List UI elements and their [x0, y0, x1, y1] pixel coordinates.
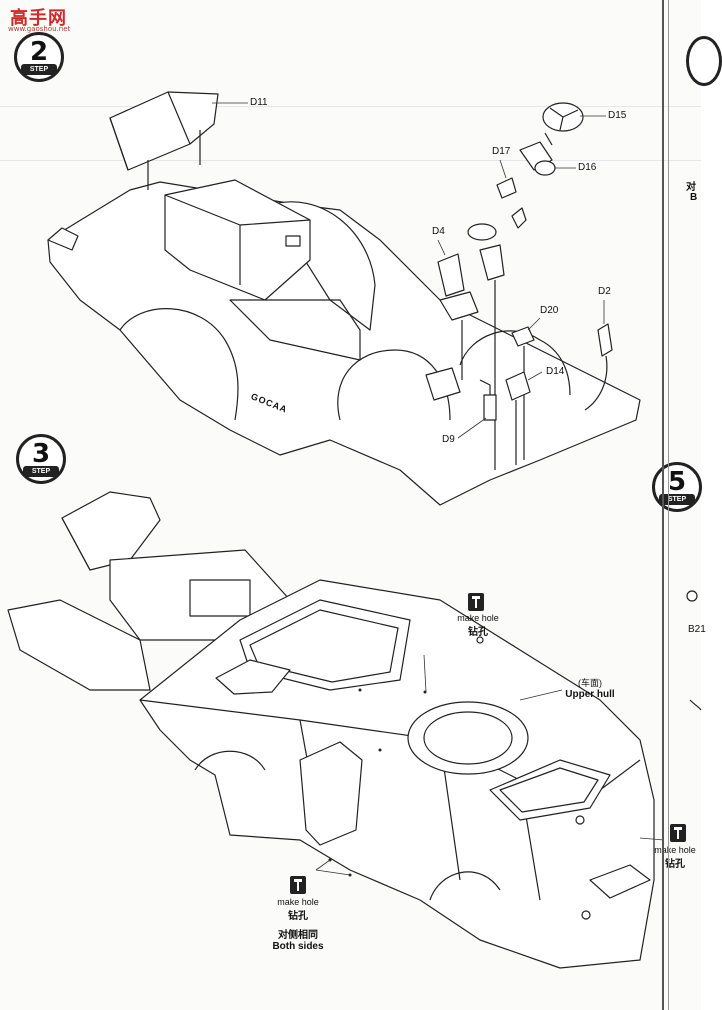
- part-label-d14: D14: [546, 366, 565, 377]
- part-label-d4: D4: [432, 226, 445, 237]
- drill-icon: [670, 824, 686, 842]
- step-3-badge: 3 STEP: [16, 434, 66, 484]
- drill-icon: [290, 876, 306, 894]
- right-edge-cn: 对: [686, 182, 696, 193]
- upper-hull-note: (车面) Upper hull: [560, 676, 620, 700]
- part-label-d20: D20: [540, 305, 559, 316]
- step-number: 5: [667, 467, 687, 497]
- part-label-d2: D2: [598, 286, 611, 297]
- make-hole-en: make hole: [277, 897, 319, 907]
- make-hole-cn: 钻孔: [288, 911, 308, 922]
- make-hole-note-right: make hole 钻孔: [650, 845, 700, 870]
- step3-hull: [7, 491, 702, 969]
- watermark-logo: 高手网 www.gaoshou.net: [4, 4, 82, 34]
- both-sides-cn: 对侧相同: [278, 930, 318, 941]
- make-hole-note-bottom: make hole 钻孔 对侧相同 Both sides: [268, 897, 328, 952]
- step-2-badge: 2 STEP: [14, 32, 64, 82]
- upper-hull-en: Upper hull: [565, 689, 615, 700]
- make-hole-en: make hole: [654, 845, 696, 855]
- make-hole-cn: 钻孔: [665, 859, 685, 870]
- part-label-d16: D16: [578, 162, 597, 173]
- faint-rule: [0, 160, 701, 161]
- part-label-d17: D17: [492, 146, 511, 157]
- make-hole-note-top: make hole 钻孔: [452, 613, 504, 638]
- right-edge-part: B21: [688, 624, 706, 635]
- page-fold-line: [662, 0, 664, 1010]
- right-edge-en: B: [690, 192, 698, 203]
- step2-chassis: [47, 91, 641, 506]
- step-5-badge: 5 STEP: [652, 462, 702, 512]
- step-number: 2: [29, 37, 49, 67]
- make-hole-en: make hole: [457, 613, 499, 623]
- step-label: STEP: [21, 64, 57, 75]
- part-label-d9: D9: [442, 434, 455, 445]
- both-sides-en: Both sides: [272, 941, 324, 952]
- upper-hull-cn: (车面): [578, 678, 602, 688]
- part-label-d15: D15: [608, 110, 627, 121]
- step-label: STEP: [23, 466, 59, 477]
- part-label-d11: D11: [250, 97, 268, 108]
- make-hole-cn: 钻孔: [468, 627, 488, 638]
- step-number: 3: [31, 439, 51, 469]
- step-next-badge-partial: [686, 36, 722, 86]
- watermark-url: www.gaoshou.net: [8, 25, 71, 33]
- drill-icon: [468, 593, 484, 611]
- assembly-drawing: [7, 91, 702, 969]
- watermark-hanzi: 高手网: [10, 8, 67, 28]
- page-fold-shadow: [668, 0, 669, 1010]
- faint-rule: [0, 106, 701, 107]
- step-label: STEP: [659, 494, 695, 505]
